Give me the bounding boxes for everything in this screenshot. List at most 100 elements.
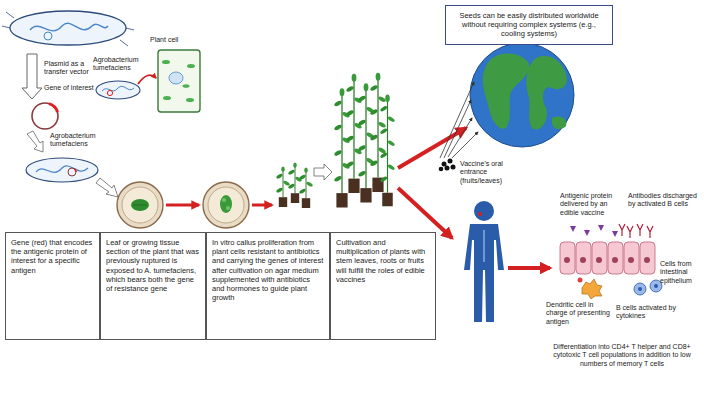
spread-arrow <box>440 82 474 158</box>
plasmid <box>107 90 112 95</box>
digestive-tract <box>483 230 484 262</box>
step-box: In vitro callus proliferation from plant… <box>206 232 330 340</box>
dendritic-cell <box>582 279 602 299</box>
hollow-arrow <box>96 178 118 197</box>
cell-nucleus <box>580 257 586 263</box>
seed <box>442 162 447 167</box>
chromosome <box>102 86 134 91</box>
chromosome <box>36 166 88 172</box>
chromosome <box>30 23 108 31</box>
globe <box>470 43 574 147</box>
seed <box>448 159 453 164</box>
antigen <box>570 226 576 232</box>
annotation-label: Agrobacterium tumefaciens <box>50 132 112 149</box>
flagella <box>2 12 134 46</box>
step-box: Seeds can be easily distributed worldwid… <box>445 5 613 45</box>
antibody <box>647 226 653 238</box>
hollow-arrow <box>27 131 43 152</box>
grown-plants <box>334 73 396 208</box>
process-arrow <box>252 204 272 207</box>
chloroplast <box>163 96 171 100</box>
antigen <box>584 230 590 236</box>
plant-cell <box>158 50 200 112</box>
t-cell <box>578 278 583 283</box>
step-text: Seeds can be easily distributed worldwid… <box>451 11 607 39</box>
epithelial-cell <box>624 242 639 274</box>
step-box: Gene (red) that encodes the antigenic pr… <box>5 232 100 340</box>
epithelial-cell <box>576 242 591 274</box>
agar <box>122 187 158 223</box>
antigen <box>598 225 604 231</box>
dish <box>203 182 249 228</box>
annotation-label: Differentiation into CD4+ T helper and C… <box>545 343 699 368</box>
ocean <box>470 43 574 147</box>
agar <box>208 187 244 223</box>
b-cell-nucleus <box>638 287 642 291</box>
distribution-arrow <box>398 128 466 168</box>
annotation-label: Vaccine's oral entrance (fruits/leaves) <box>460 160 526 185</box>
seed <box>451 165 456 170</box>
step-box: Leaf or growing tissue section of the pl… <box>100 232 206 340</box>
b-cell-nucleus <box>654 284 658 288</box>
leaf-vein <box>133 205 147 206</box>
head <box>474 201 494 221</box>
bacterium-body <box>96 81 140 99</box>
seeds <box>439 82 478 171</box>
immune-cells <box>578 278 663 300</box>
plant <box>334 88 351 207</box>
chloroplast <box>187 64 195 68</box>
cell-nucleus <box>612 257 618 263</box>
step-text: Gene (red) that encodes the antigenic pr… <box>11 238 94 275</box>
continent <box>552 116 567 129</box>
antibodies <box>619 224 653 238</box>
epithelial-cell <box>560 242 575 274</box>
antibody <box>619 224 625 236</box>
plantlet <box>288 162 303 203</box>
plantlet <box>276 166 291 207</box>
plasmid <box>32 103 58 129</box>
intestinal-epithelium <box>560 242 655 274</box>
step-text: Cultivation and multiplication of plants… <box>336 238 430 284</box>
step-text: In vitro callus proliferation from plant… <box>212 238 324 302</box>
person <box>464 201 504 322</box>
delivery-arrow <box>398 188 452 238</box>
plasmid <box>44 32 52 40</box>
continent <box>483 53 530 128</box>
cell-wall <box>158 50 200 112</box>
gene-segment <box>75 169 77 172</box>
annotation-label: Agrobacterium tumefaciens <box>93 56 155 73</box>
annotation-label: Dendritic cell in charge of presenting a… <box>546 301 610 326</box>
nucleus <box>169 72 183 84</box>
bacterium-body <box>26 158 98 182</box>
callus <box>220 195 232 213</box>
annotation-label: Gene of interest <box>44 84 114 92</box>
annotation-label: Antibodies discharged by activated B cel… <box>628 192 698 209</box>
b-cell <box>634 283 646 295</box>
plasmid-ring <box>32 103 58 129</box>
petri-dish <box>203 182 249 228</box>
seed <box>439 167 444 172</box>
process-arrow <box>508 266 550 270</box>
leaf-section <box>131 199 149 211</box>
hollow-arrow <box>314 164 332 180</box>
step-box: Cultivation and multiplication of plants… <box>330 232 436 340</box>
plantlet <box>299 167 314 208</box>
annotation-label: Antigenic protein delivered by an edible… <box>560 192 622 217</box>
cell-nucleus <box>564 257 570 263</box>
plasmid <box>68 168 76 176</box>
antibody <box>637 224 643 236</box>
antigens <box>570 225 618 237</box>
step-text: Leaf or growing tissue section of the pl… <box>106 238 200 293</box>
annotation-label: Plant cell <box>150 36 200 44</box>
chloroplast <box>183 84 190 88</box>
cell-nucleus <box>644 257 650 263</box>
bacterium <box>96 81 140 99</box>
bacterium <box>2 11 134 46</box>
continent <box>526 56 566 129</box>
annotation-label: Cells from intestinal epithelium <box>660 260 702 285</box>
dish <box>117 182 163 228</box>
callus-cell <box>222 198 226 202</box>
chloroplast <box>162 60 170 64</box>
antibody <box>627 226 633 238</box>
